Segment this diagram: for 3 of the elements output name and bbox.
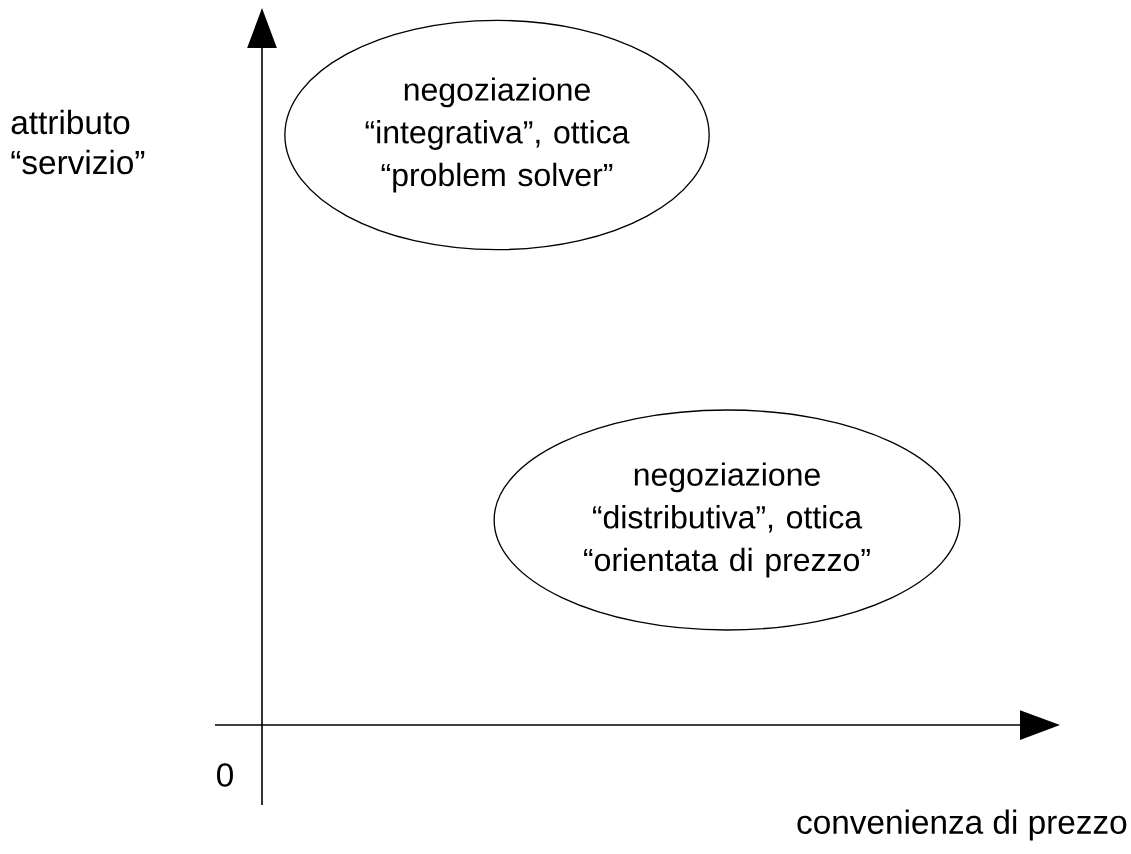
origin-label: 0 <box>217 763 233 787</box>
axis-label: convenienza di prezzo <box>797 809 1127 841</box>
axis-label: attributo “servizio” <box>11 109 145 175</box>
